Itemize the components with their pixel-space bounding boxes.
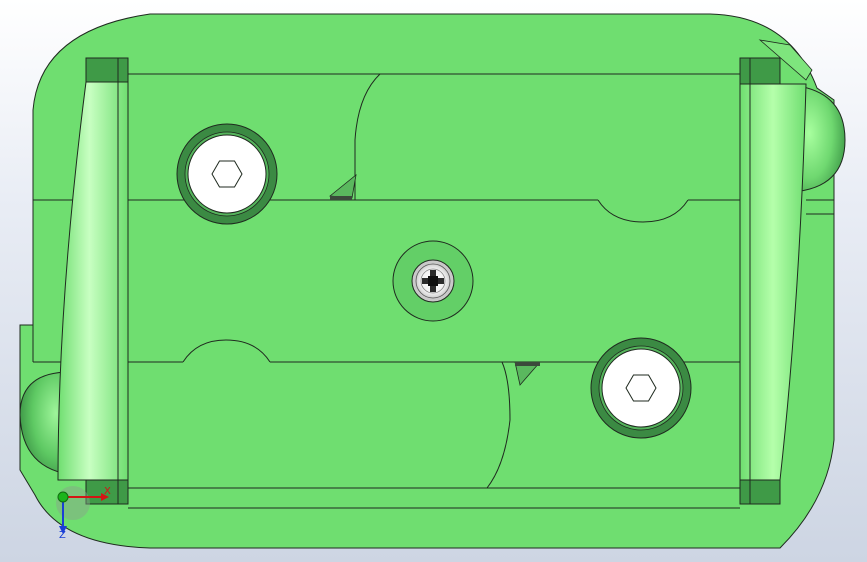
notch-bottom — [182, 339, 271, 363]
axis-z-label: Z — [59, 530, 66, 541]
right-clamp-pillar[interactable] — [739, 57, 807, 505]
cavity-arc-lower — [486, 361, 511, 489]
hex-socket-screw-icon[interactable] — [176, 123, 278, 225]
notch-top — [597, 199, 689, 223]
coordinate-triad-icon — [56, 486, 109, 534]
corner-tab — [758, 39, 813, 81]
cavity-arc-upper — [354, 73, 381, 200]
phillips-screw-icon[interactable] — [392, 240, 474, 322]
slot-lower-bar — [515, 362, 540, 366]
slot-upper-bar — [330, 196, 352, 200]
left-clamp-pillar[interactable] — [57, 57, 129, 505]
hex-socket-screw-icon[interactable] — [590, 337, 692, 439]
axis-x-label: X — [104, 486, 111, 497]
